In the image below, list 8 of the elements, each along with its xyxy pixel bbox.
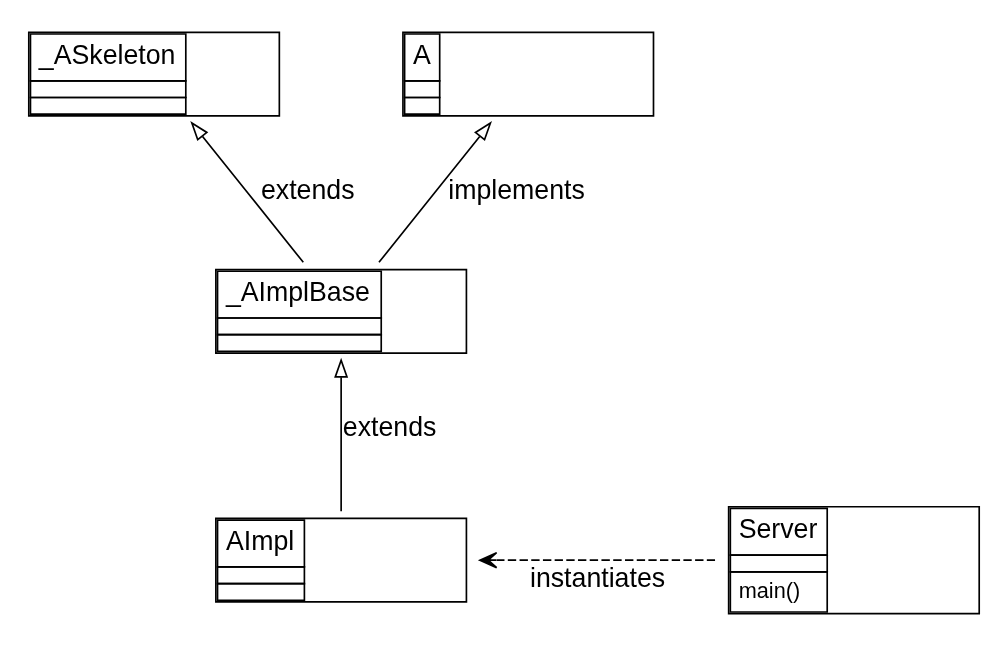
arrow bbox=[190, 121, 305, 264]
edge-label: implements bbox=[448, 175, 585, 206]
arrow bbox=[334, 357, 349, 512]
edge-label: extends bbox=[342, 412, 437, 443]
arrow bbox=[479, 551, 716, 569]
edge-label: extends bbox=[260, 175, 355, 206]
arrow bbox=[378, 121, 492, 264]
edge-label: instantiates bbox=[529, 562, 666, 593]
